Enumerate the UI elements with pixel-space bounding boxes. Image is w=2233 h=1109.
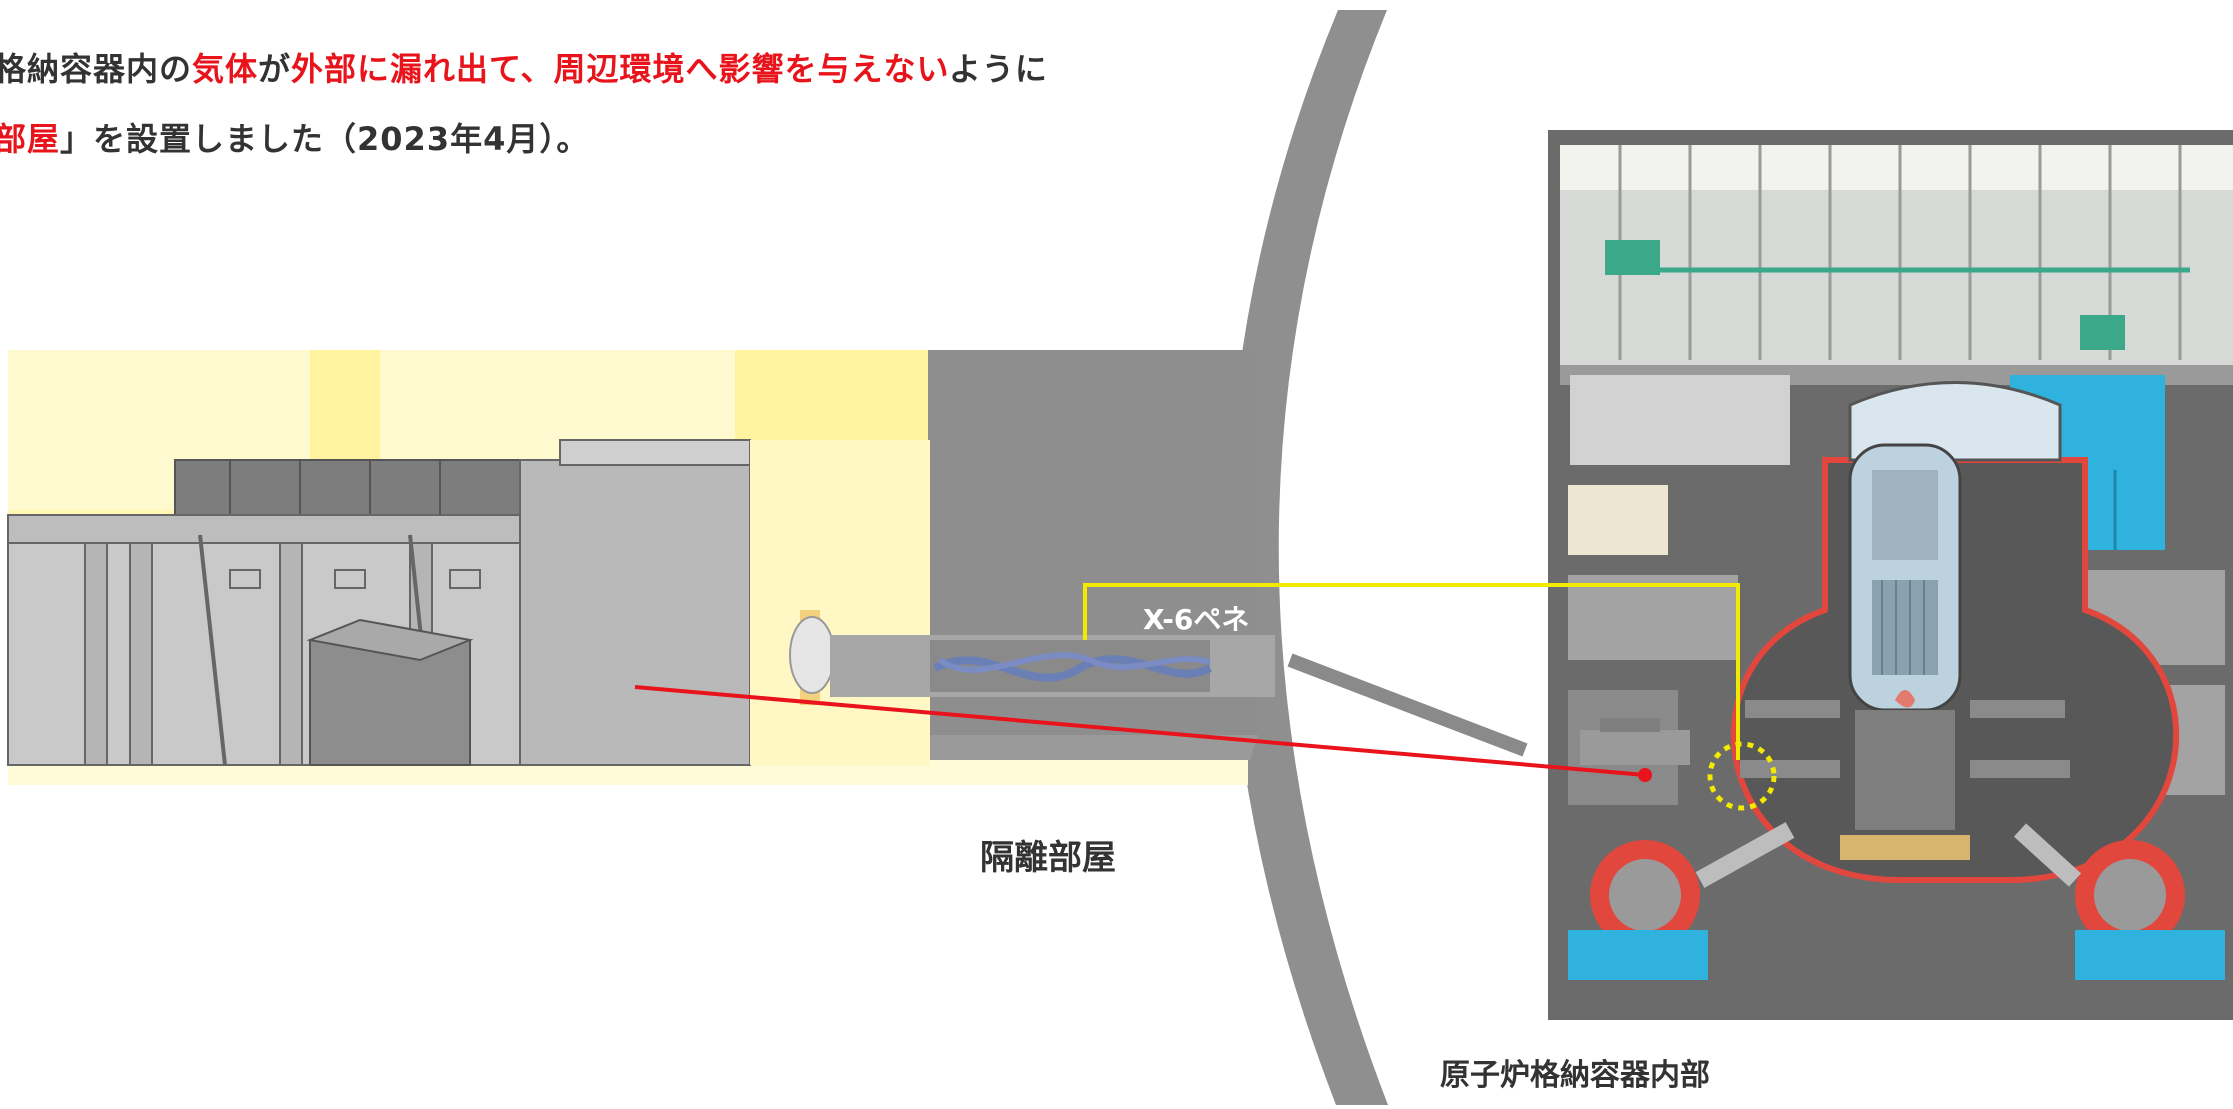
intro-highlight-gas: 気体 [192,50,259,88]
containment-wall-curve [1227,10,1388,1105]
isolation-room-leader-dot [1638,768,1652,782]
intro-text-line-1: 格納容器内の気体が外部に漏れ出て、周辺環境へ影響を与えないように [0,44,1048,90]
isolation-room-label: 隔離部屋 [980,838,1116,878]
x6-penetration-label: X-6ペネ [1143,603,1250,636]
intro-segment: ように [948,50,1048,88]
isolation-room [7,350,1528,785]
intro-segment: 格納容器内の [0,50,193,88]
penetration-highlight-circle [1707,741,1777,811]
reactor-building [1548,130,2233,1020]
x6-penetration-leader [1083,583,1740,760]
intro-segment: 」を設置しました（2023年4月）。 [60,120,590,158]
intro-highlight-leak: 外部に漏れ出て、周辺環境へ影響を与えない [291,50,949,88]
isolation-room-leader [634,685,1646,777]
pcv-inside-label: 原子炉格納容器内部 [1440,1058,1710,1093]
intro-text-line-2: 部屋」を設置しました（2023年4月）。 [0,114,589,160]
intro-highlight-room: 部屋 [0,120,61,158]
intro-segment: が [258,50,292,88]
